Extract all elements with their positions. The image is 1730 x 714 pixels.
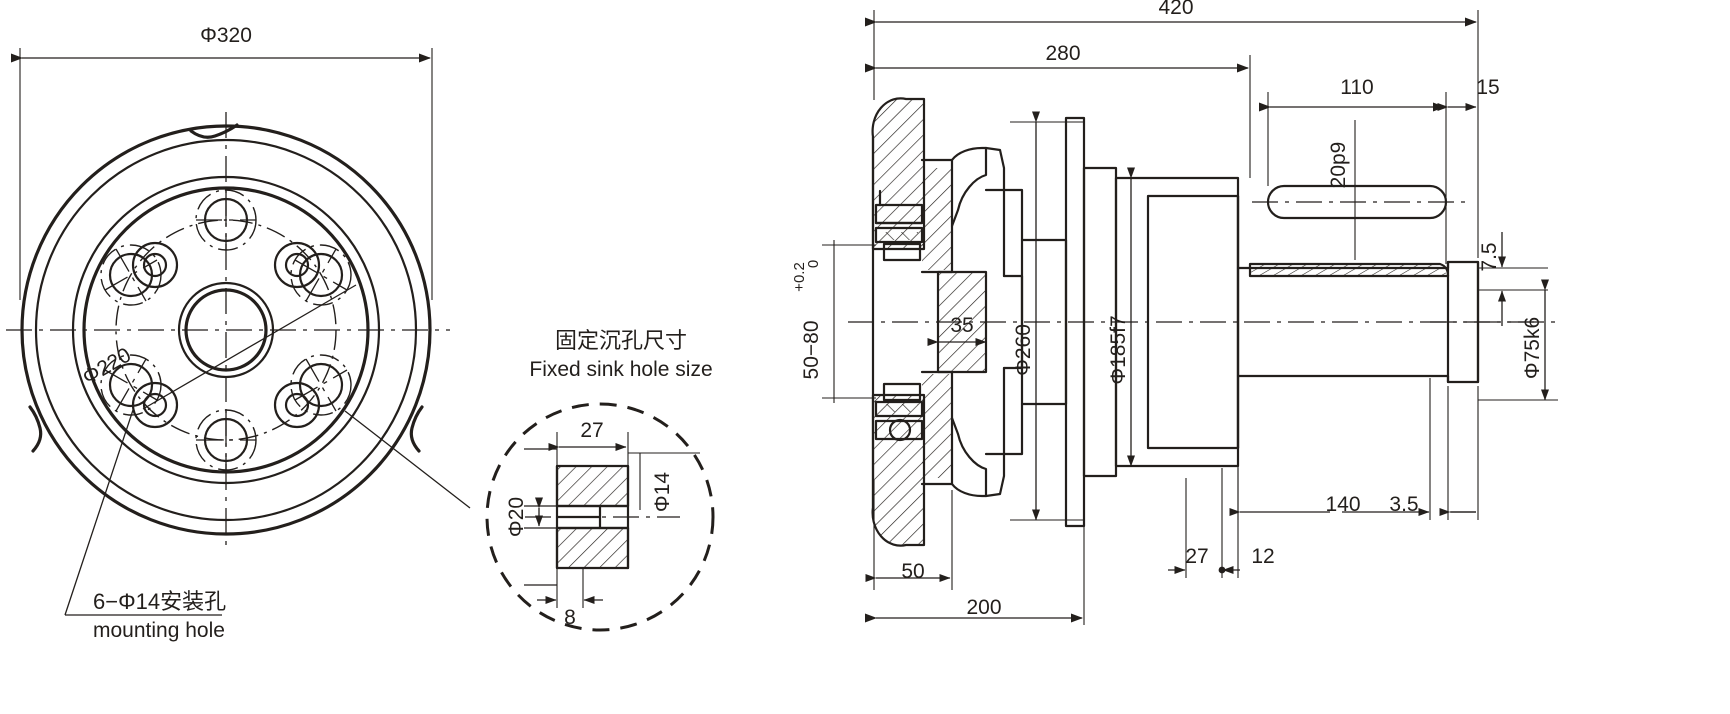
dim-200 — [865, 480, 1085, 625]
dim-7_5 — [1478, 232, 1548, 326]
dim-label-35: 35 — [950, 314, 973, 337]
dim-50-80 — [822, 240, 876, 403]
mounting-hole-leader — [64, 409, 134, 616]
barrel-body — [1082, 166, 1240, 478]
dim-label-110: 110 — [1340, 76, 1373, 99]
dim-110 — [1259, 92, 1447, 264]
detail-boundary-circle — [485, 402, 715, 632]
dim-phi75k6 — [1478, 279, 1558, 401]
detail-leader — [344, 410, 471, 509]
front-view — [6, 48, 471, 616]
inner-holes — [131, 241, 321, 429]
dim-label-phi75k6: Φ75k6 — [1521, 317, 1544, 379]
dim-label-20p9: 20p9 — [1327, 142, 1350, 189]
dim-label-50-80: 50−80 — [800, 321, 823, 380]
inner-hole — [131, 381, 179, 429]
dim-outer-diameter — [11, 48, 433, 300]
flange-hub-body — [920, 146, 1024, 498]
dim-27 — [548, 432, 629, 468]
dim-label-8: 8 — [564, 606, 576, 629]
dim-label-27-sec: 27 — [1185, 545, 1208, 568]
dim-label-phi320: Φ320 — [200, 24, 252, 47]
section-view: 420 280 110 15 20p9 50−80 +0.2 0 — [791, 0, 1560, 625]
detail-view-sink-hole: 27 Φ14 Φ20 8 — [485, 402, 715, 632]
dim-label-280: 280 — [1045, 42, 1080, 65]
output-shaft — [1236, 260, 1560, 384]
mounting-hole-label-en: mounting hole — [93, 619, 225, 642]
dim-phi14 — [628, 452, 700, 510]
dim-label-200: 200 — [966, 596, 1001, 619]
inner-hole — [273, 381, 321, 429]
dim-label-phi20: Φ20 — [505, 497, 528, 537]
dim-phi260 — [1010, 111, 1084, 521]
mounting-hole — [290, 354, 352, 416]
dim-420 — [865, 10, 1479, 258]
dim-label-50: 50 — [901, 560, 924, 583]
bolt-circle-dim-line — [142, 284, 357, 410]
keyway-slot — [1252, 120, 1466, 260]
detail-title-cn: 固定沉孔尺寸 — [555, 328, 687, 353]
dim-label-phi260: Φ260 — [1012, 324, 1035, 376]
dim-label-27: 27 — [580, 419, 603, 442]
dim-3_5 — [1342, 378, 1449, 520]
dim-8 — [537, 568, 603, 608]
dim-280 — [865, 55, 1251, 178]
dim-label-7_5: 7.5 — [1478, 242, 1501, 271]
dim-label-phi185f7: Φ185f7 — [1107, 315, 1130, 384]
outer-rim — [871, 97, 926, 547]
dim-label-420: 420 — [1158, 0, 1193, 19]
detail-title-en: Fixed sink hole size — [529, 358, 712, 381]
dim-label-3_5: 3.5 — [1389, 493, 1418, 516]
dim-140 — [1229, 386, 1479, 520]
mounting-hole-label-cn: 6−Φ14安装孔 — [93, 589, 226, 614]
sink-hole-section — [524, 448, 680, 586]
inner-hole — [273, 241, 321, 289]
dim-label-15: 15 — [1476, 76, 1499, 99]
dim-label-140: 140 — [1325, 493, 1360, 516]
dim-label-phi14: Φ14 — [651, 472, 674, 512]
dim-label-12: 12 — [1251, 545, 1274, 568]
dim-50 — [865, 480, 953, 590]
tolerance-lower: 0 — [805, 260, 822, 268]
inner-hole — [131, 241, 179, 289]
tolerance-upper: +0.2 — [791, 262, 808, 292]
